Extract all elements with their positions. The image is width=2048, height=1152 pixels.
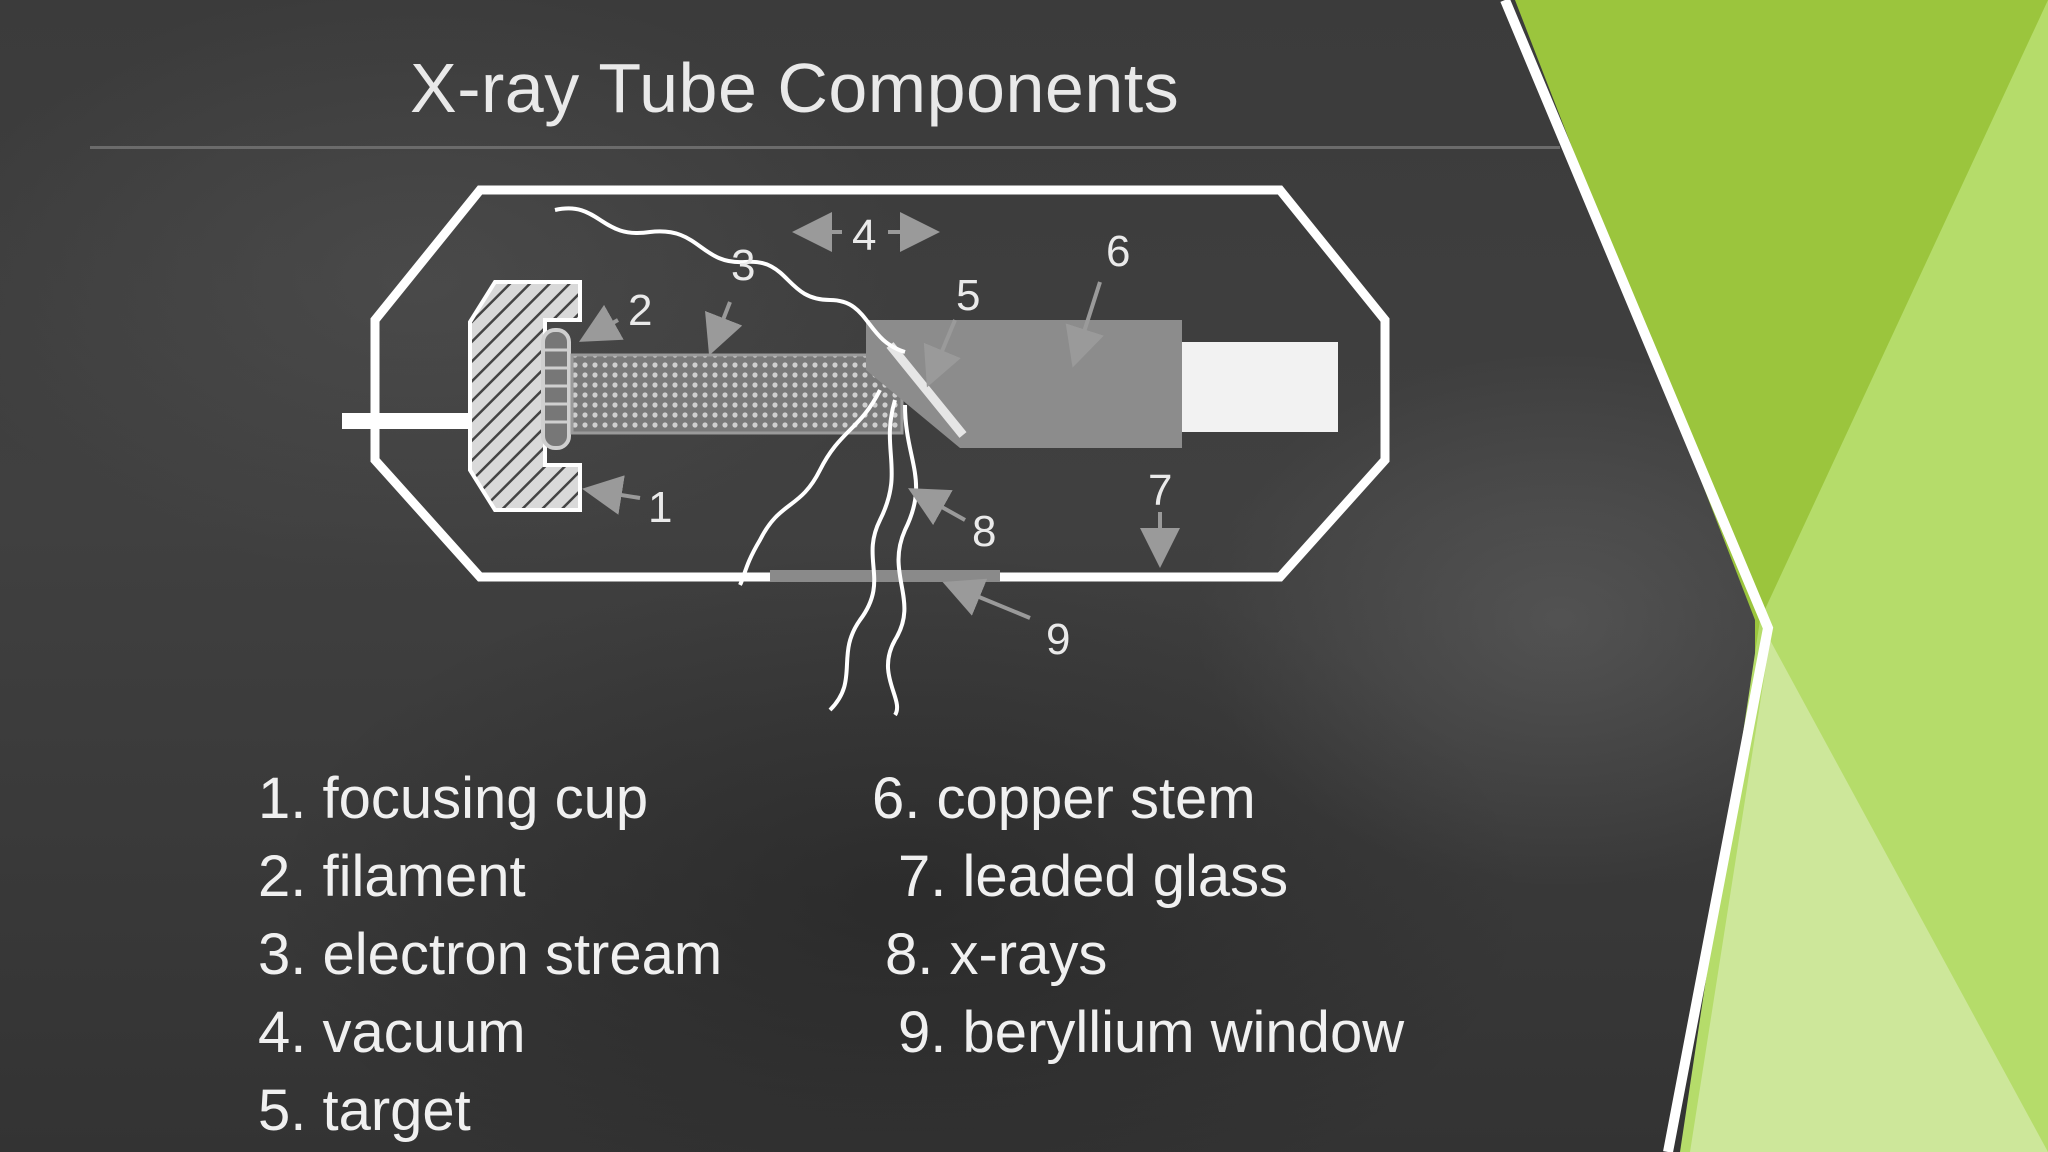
callout-7: 7 [1148,466,1172,515]
callout-8: 8 [972,507,996,556]
callout-9: 9 [1046,615,1070,664]
callout-1: 1 [648,483,672,532]
legend-item-leaded-glass: 7. leaded glass [898,844,1289,909]
legend-item-x-rays: 8. x-rays [885,922,1108,987]
anode-extension [1182,342,1338,432]
legend-item-target: 5. target [258,1078,471,1143]
x-ray-waves [554,206,919,717]
cathode-lead [342,413,492,429]
filament [541,328,571,450]
legend-item-electron-stream: 3. electron stream [258,922,723,987]
callout-6: 6 [1106,227,1130,276]
legend-item-focusing-cup: 1. focusing cup [258,766,649,831]
glass-envelope [370,185,1390,582]
callout-2: 2 [628,286,652,335]
slide-title: X-ray Tube Components [410,49,1180,127]
legend-item-filament: 2. filament [258,844,526,909]
chevron-pale-green [1690,640,2048,1152]
callout-4: 4 [852,211,876,260]
chevron-white-edge [1500,0,1774,1152]
callout-5: 5 [956,271,980,320]
legend-item-vacuum: 4. vacuum [258,1000,526,1065]
callout-3: 3 [731,241,755,290]
title-divider [90,146,1560,149]
beryllium-window [770,570,1000,582]
legend-item-beryllium-window: 9. beryllium window [898,1000,1405,1065]
target [886,342,967,438]
legend-item-copper-stem: 6. copper stem [872,766,1256,831]
